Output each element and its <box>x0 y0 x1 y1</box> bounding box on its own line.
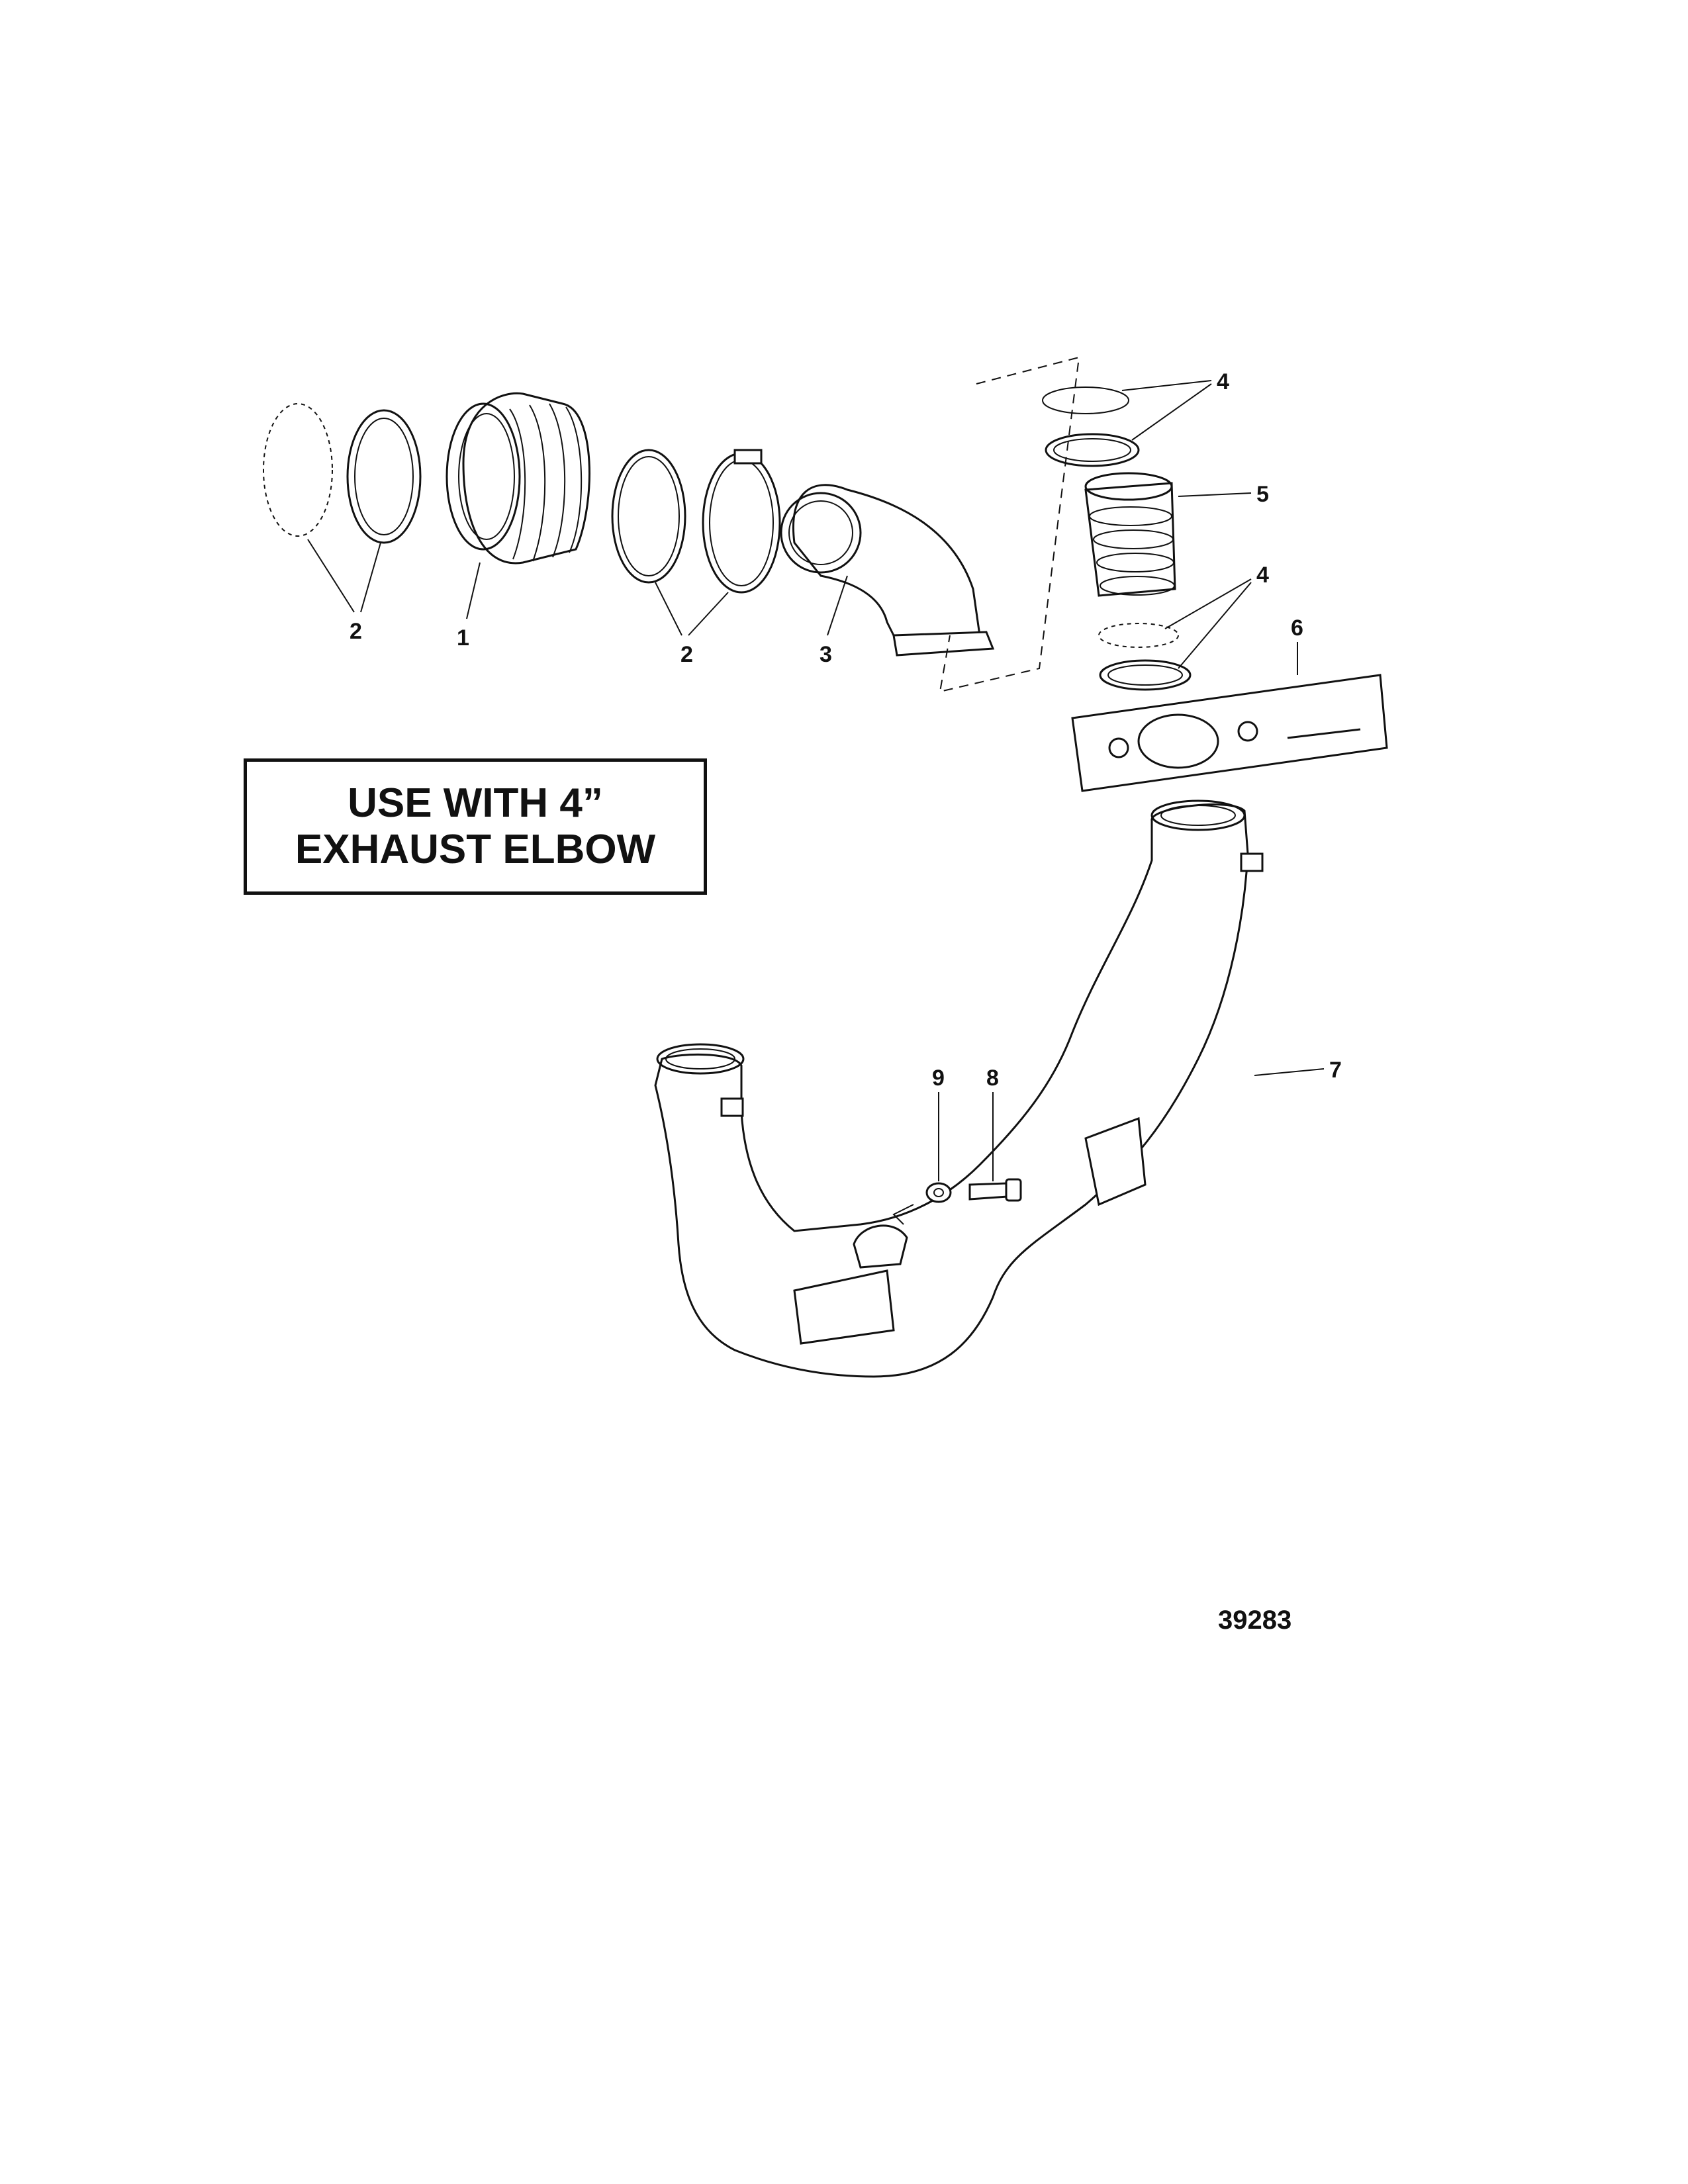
usage-note-line-2: EXHAUST ELBOW <box>295 827 656 872</box>
exhaust-hose <box>445 392 590 565</box>
bolt <box>968 1178 1022 1202</box>
usage-note-line-1: USE WITH 4” <box>348 780 603 826</box>
leader-lines <box>307 380 1325 1225</box>
hose-clamp-upper-2 <box>1045 433 1140 467</box>
callout-4-bottom: 4 <box>1256 563 1269 588</box>
usage-note-box: USE WITH 4” EXHAUST ELBOW <box>244 758 707 895</box>
callout-6: 6 <box>1291 615 1303 641</box>
exhaust-elbow <box>780 484 995 657</box>
hose-clamp-lower-1 <box>1098 623 1179 648</box>
callout-2-mid: 2 <box>680 642 693 667</box>
callout-3: 3 <box>820 642 832 667</box>
hose-clamp-upper-1 <box>1042 387 1129 414</box>
callout-1: 1 <box>457 625 469 651</box>
exhaust-y-pipe <box>654 799 1264 1378</box>
callout-4-top: 4 <box>1217 369 1229 394</box>
gasket-plate <box>1071 674 1388 792</box>
hose-clamp-left-2 <box>346 409 422 544</box>
callout-2-left: 2 <box>350 619 362 644</box>
hose-clamp-mid-1 <box>611 449 686 584</box>
callout-7: 7 <box>1329 1058 1342 1083</box>
exhaust-hose-vertical <box>1084 472 1176 597</box>
washer <box>925 1182 952 1203</box>
figure-number: 39283 <box>1218 1606 1292 1635</box>
hose-clamp-mid-2 <box>702 449 781 594</box>
callout-9: 9 <box>932 1066 945 1091</box>
callout-5: 5 <box>1256 482 1269 507</box>
hose-clamp-lower-2 <box>1099 659 1192 691</box>
hose-clamp-left-1 <box>263 403 333 537</box>
callout-8: 8 <box>986 1066 999 1091</box>
